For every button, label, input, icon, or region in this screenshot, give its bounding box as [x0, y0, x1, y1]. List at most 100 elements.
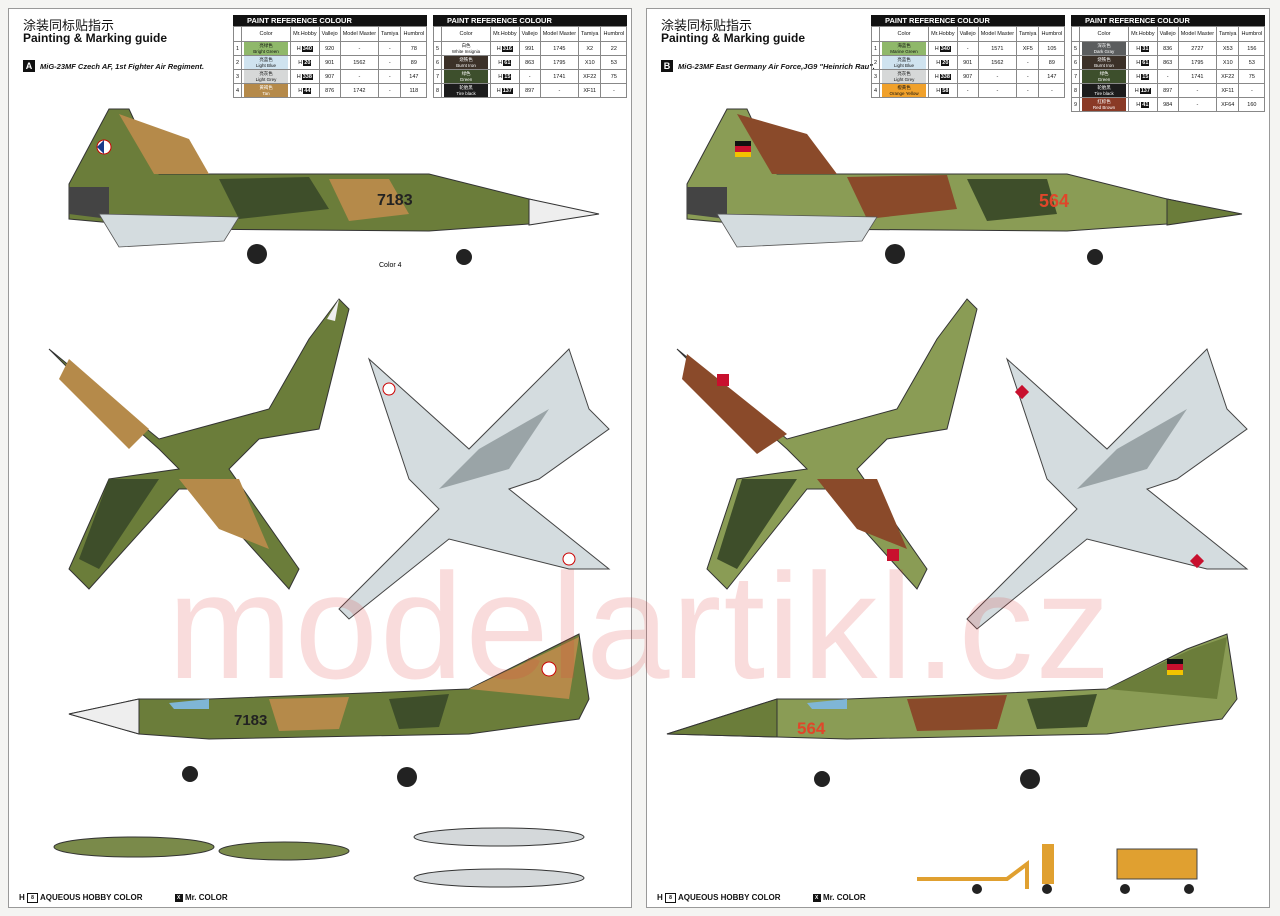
top-view-b [676, 298, 978, 590]
paint-cell: 8 [432, 83, 443, 98]
paint-cell: 1741 [539, 69, 580, 84]
paint-cell: - [1238, 83, 1266, 98]
legend-a: H 8 AQUEOUS HOBBY COLOR X Mr. COLOR [19, 893, 228, 903]
header-cn: 涂装同标贴指示 [23, 18, 115, 33]
column-header: Tamiya [578, 26, 602, 42]
paint-cell: 147 [1038, 69, 1066, 84]
paint-cell: 984 [1156, 97, 1179, 112]
column-header: Humbrol [1038, 26, 1066, 42]
paint-cell: 901 [318, 55, 341, 70]
column-header: Color [1079, 26, 1130, 42]
paint-cell: XF11 [578, 83, 602, 98]
column-header: Model Master [1177, 26, 1218, 42]
column-header: Vallejo [518, 26, 541, 42]
column-header: Vallejo [956, 26, 979, 42]
paint-cell: - [378, 83, 402, 98]
page-scheme-a: 7183 Color 4 7183 [8, 8, 632, 908]
top-view [48, 298, 350, 590]
column-header [232, 26, 243, 42]
paint-cell: X10 [1216, 55, 1240, 70]
column-header: Mr.Hobby [1128, 26, 1158, 42]
aqueous-box-icon: 8 [665, 893, 677, 903]
column-header: Humbrol [1238, 26, 1266, 42]
paint-cell: 991 [518, 41, 541, 56]
header-en-b: Painting & Marking guide [661, 31, 806, 45]
paint-cell: 1742 [339, 83, 380, 98]
paint-cell: XF64 [1216, 97, 1240, 112]
paint-cell: - [956, 41, 979, 56]
legend-h-label: H [19, 893, 25, 903]
paint-cell: - [977, 83, 1018, 98]
paint-cell: XF5 [1016, 41, 1040, 56]
header-cn-b: 涂装同标贴指示 [661, 18, 753, 33]
paint-cell: 907 [318, 69, 341, 84]
paint-table-title: PAINT REFERENCE COLOUR [233, 15, 428, 26]
paint-cell: XF22 [578, 69, 602, 84]
side-view-upper [68, 108, 600, 265]
paint-cell: 156 [1238, 41, 1266, 56]
legend-aqueous: AQUEOUS HOBBY COLOR [39, 893, 143, 903]
column-header: Mr.Hobby [928, 26, 958, 42]
column-header: Vallejo [1156, 26, 1179, 42]
column-header [870, 26, 881, 42]
scheme-b-drawings: 564 564 [666, 108, 1249, 894]
column-header: Model Master [539, 26, 580, 42]
paint-cell: 2 [232, 55, 243, 70]
mr-color-icon: X [812, 894, 821, 902]
paint-cell: 5 [432, 41, 443, 56]
paint-cell: - [600, 83, 628, 98]
paint-cell: 6 [1070, 55, 1081, 70]
column-header: Color [879, 26, 930, 42]
column-header: Tamiya [378, 26, 402, 42]
column-header: Mr.Hobby [290, 26, 320, 42]
paint-cell: 863 [1156, 55, 1179, 70]
column-header: Humbrol [600, 26, 628, 42]
paint-cell: - [539, 83, 580, 98]
drop-tanks-a [53, 827, 585, 888]
scheme-caption-text: MiG-23MF East Germany Air Force,JG9 "Hei… [678, 62, 875, 71]
page-scheme-b: 564 564 [646, 8, 1270, 908]
paint-cell: - [1177, 83, 1218, 98]
legend-b: H 8 AQUEOUS HOBBY COLOR X Mr. COLOR [657, 893, 866, 903]
paint-cell: - [977, 69, 1018, 84]
paint-cell: 876 [318, 83, 341, 98]
paint-cell: X10 [578, 55, 602, 70]
side-number-a-upper: 7183 [377, 192, 413, 209]
legend-mr: Mr. COLOR [184, 893, 228, 903]
side-number-a-lower: 7183 [234, 712, 267, 729]
paint-cell: 1795 [539, 55, 580, 70]
column-header [432, 26, 443, 42]
paint-cell: 7 [432, 69, 443, 84]
paint-cell: 1745 [539, 41, 580, 56]
mr-color-icon: X [174, 894, 183, 902]
paint-cell: 920 [318, 41, 341, 56]
column-header: Color [441, 26, 492, 42]
